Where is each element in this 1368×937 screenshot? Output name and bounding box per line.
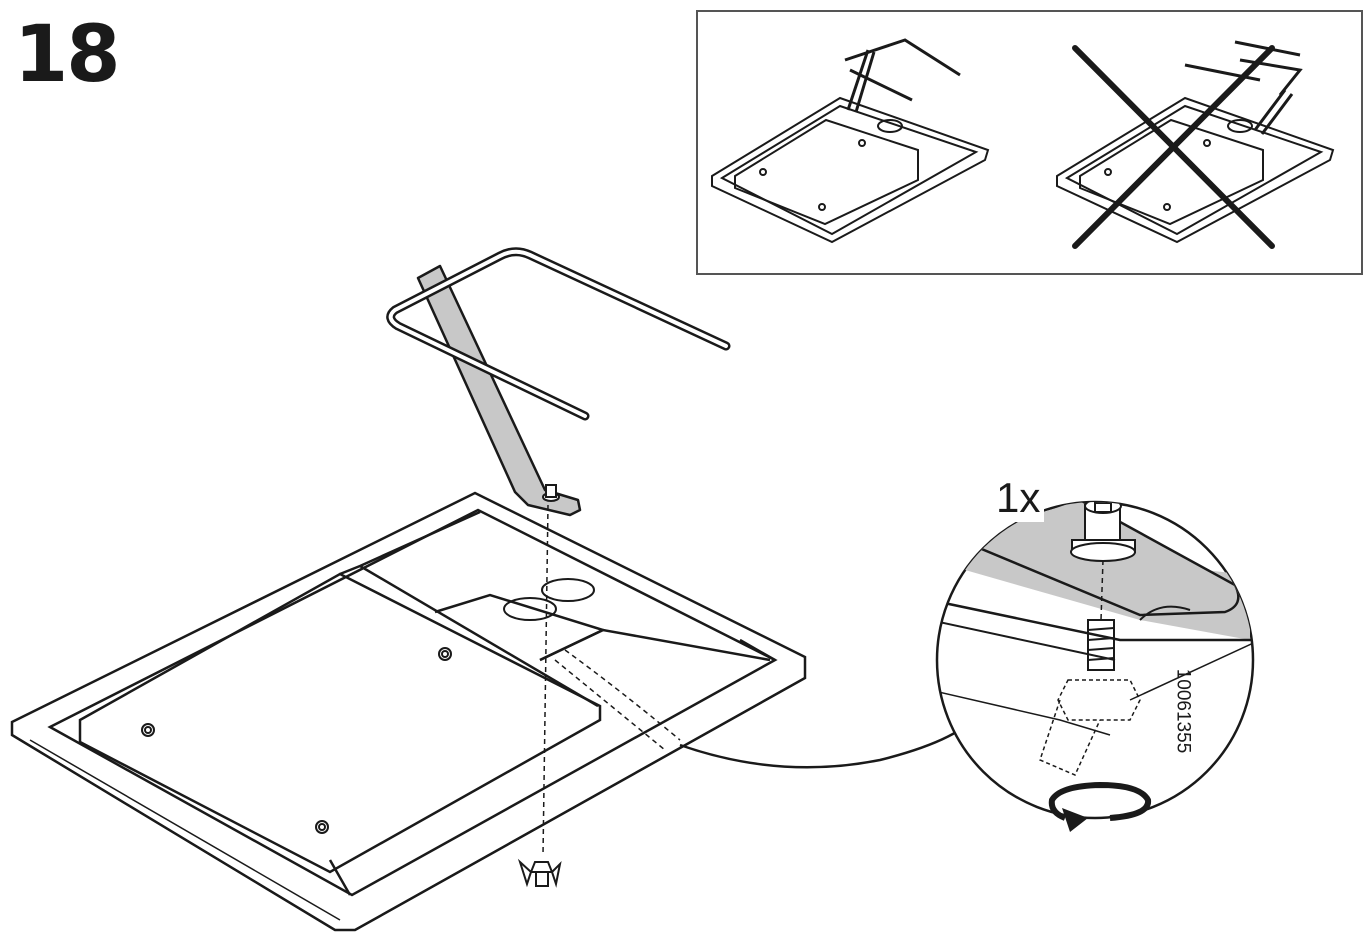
- part-number: 10061355: [1172, 668, 1194, 754]
- detail-thread: [1087, 619, 1115, 671]
- alignment-line: [542, 504, 549, 856]
- rotate-clockwise-icon: [1048, 781, 1152, 821]
- bracket-screw: [542, 484, 560, 502]
- detail-hidden-nut: [1039, 679, 1141, 776]
- detail-bolt: [1070, 502, 1136, 562]
- tray-holes: [141, 578, 595, 834]
- step-number: 18: [14, 10, 121, 100]
- base-tray: [10, 491, 807, 932]
- wing-nut-icon: [517, 858, 562, 888]
- correct-mini-view: [711, 38, 990, 244]
- rotate-arrow-head: [1062, 808, 1088, 832]
- detail-content: [937, 502, 1253, 776]
- wire-frame-inner: [388, 249, 728, 418]
- quantity-label: 1x: [992, 474, 1045, 522]
- hidden-bolt-outline: [554, 649, 681, 751]
- wrong-cross-icon: [1072, 45, 1275, 249]
- stand-bracket: [416, 264, 582, 517]
